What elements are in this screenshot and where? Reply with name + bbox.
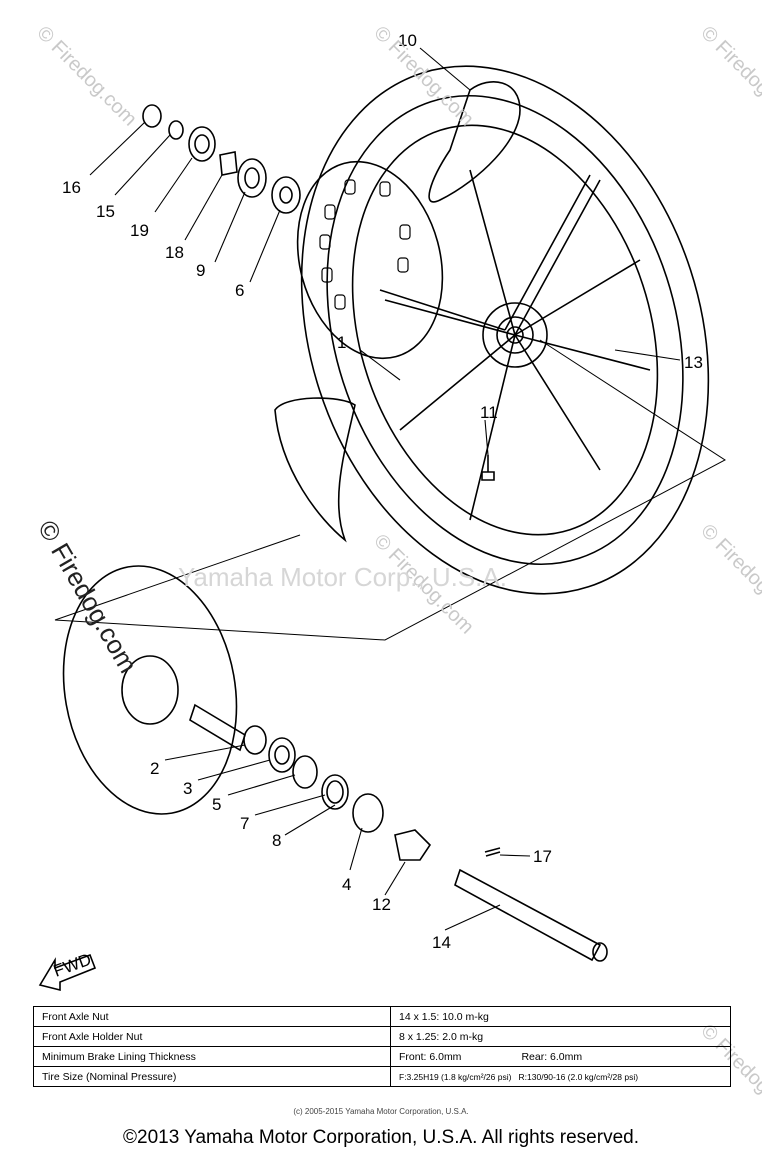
- table-row: Front Axle Holder Nut 8 x 1.25: 2.0 m-kg: [33, 1026, 731, 1047]
- spec-rear: R:130/90-16 (2.0 kg/cm²/28 psi): [518, 1071, 639, 1082]
- spec-value: 14 x 1.5: 10.0 m-kg: [390, 1006, 731, 1027]
- callout-numbers: 10 16 15 19 18 9 6 1 13 11 2 3 5 7 8 4 1…: [62, 31, 703, 952]
- wheel-exploded-diagram: FWD 10 16 15 19 18 9 6 1 13 11 2 3 5 7 8…: [38, 31, 726, 992]
- callout-9: 9: [196, 261, 205, 280]
- spec-label: Tire Size (Nominal Pressure): [33, 1066, 391, 1087]
- callout-15: 15: [96, 202, 115, 221]
- leader-lines: [89, 47, 681, 931]
- callout-14: 14: [432, 933, 451, 952]
- lower-hub-parts: [62, 565, 608, 962]
- spec-label: Minimum Brake Lining Thickness: [33, 1046, 391, 1067]
- spec-label: Front Axle Holder Nut: [33, 1026, 391, 1047]
- upper-hub-parts: [142, 104, 301, 214]
- callout-11: 11: [480, 403, 498, 422]
- fwd-arrow-icon: [38, 953, 97, 992]
- callout-16: 16: [62, 178, 81, 197]
- callout-3: 3: [183, 779, 192, 798]
- table-row: Tire Size (Nominal Pressure) F:3.25H19 (…: [33, 1066, 731, 1087]
- callout-17: 17: [533, 847, 552, 866]
- spec-value: F:3.25H19 (1.8 kg/cm²/26 psi) R:130/90-1…: [390, 1066, 731, 1087]
- callout-12: 12: [372, 895, 391, 914]
- spec-value: Front: 6.0mm Rear: 6.0mm: [390, 1046, 731, 1067]
- callout-5: 5: [212, 795, 221, 814]
- callout-2: 2: [150, 759, 159, 778]
- table-row: Front Axle Nut 14 x 1.5: 10.0 m-kg: [33, 1006, 731, 1027]
- spec-rear: Rear: 6.0mm: [521, 1050, 583, 1063]
- callout-8: 8: [272, 831, 281, 850]
- callout-19: 19: [130, 221, 149, 240]
- spec-front: F:3.25H19 (1.8 kg/cm²/26 psi): [399, 1071, 512, 1082]
- spec-front: Front: 6.0mm: [399, 1050, 462, 1063]
- front-wheel-assembly: [54, 65, 726, 641]
- callout-1: 1: [337, 333, 346, 352]
- copyright-notice: ©2013 Yamaha Motor Corporation, U.S.A. A…: [123, 1127, 639, 1148]
- callout-6: 6: [235, 281, 244, 300]
- spec-table: Front Axle Nut 14 x 1.5: 10.0 m-kg Front…: [33, 1006, 731, 1087]
- callout-18: 18: [165, 243, 184, 262]
- callout-13: 13: [684, 353, 703, 372]
- spec-label: Front Axle Nut: [33, 1006, 391, 1027]
- callout-7: 7: [240, 814, 249, 833]
- table-row: Minimum Brake Lining Thickness Front: 6.…: [33, 1046, 731, 1067]
- spec-value: 8 x 1.25: 2.0 m-kg: [390, 1026, 731, 1047]
- callout-10: 10: [398, 31, 417, 50]
- tiny-copyright: (c) 2005-2015 Yamaha Motor Corporation, …: [293, 1107, 469, 1116]
- callout-4: 4: [342, 875, 351, 894]
- fwd-label: FWD: [51, 950, 94, 981]
